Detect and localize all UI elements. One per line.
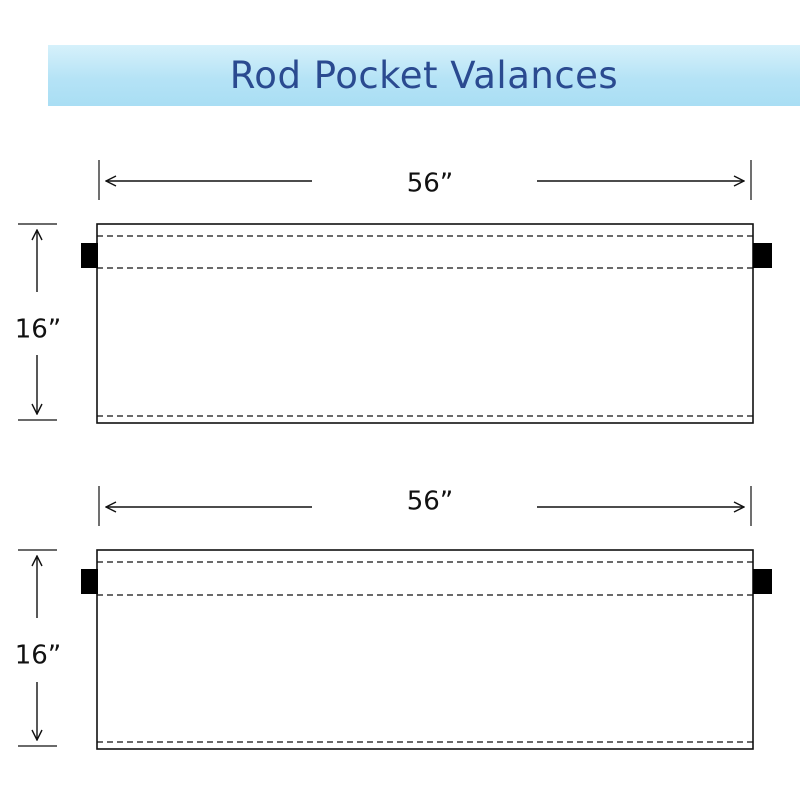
width-label: 56” — [407, 169, 454, 199]
width-dimension-1: 56” — [98, 160, 752, 200]
title-banner: Rod Pocket Valances — [48, 45, 800, 106]
width-dimension-2: 56” — [98, 486, 752, 526]
page-title: Rod Pocket Valances — [229, 54, 619, 97]
curtain-rod-end-left — [81, 243, 98, 268]
valance-fabric — [96, 549, 754, 750]
curtain-rod-end-right — [753, 243, 772, 268]
curtain-rod-end-left — [81, 569, 98, 594]
valance-panel-2: 56” 16” — [15, 486, 772, 750]
curtain-rod-end-right — [753, 569, 772, 594]
height-dimension-1: 16” — [15, 223, 62, 421]
height-label: 16” — [15, 641, 62, 671]
valance-fabric — [96, 223, 754, 424]
width-label: 56” — [407, 487, 454, 517]
height-dimension-2: 16” — [15, 549, 62, 747]
valance-panel-1: 56” 16” — [15, 160, 772, 424]
height-label: 16” — [15, 315, 62, 345]
